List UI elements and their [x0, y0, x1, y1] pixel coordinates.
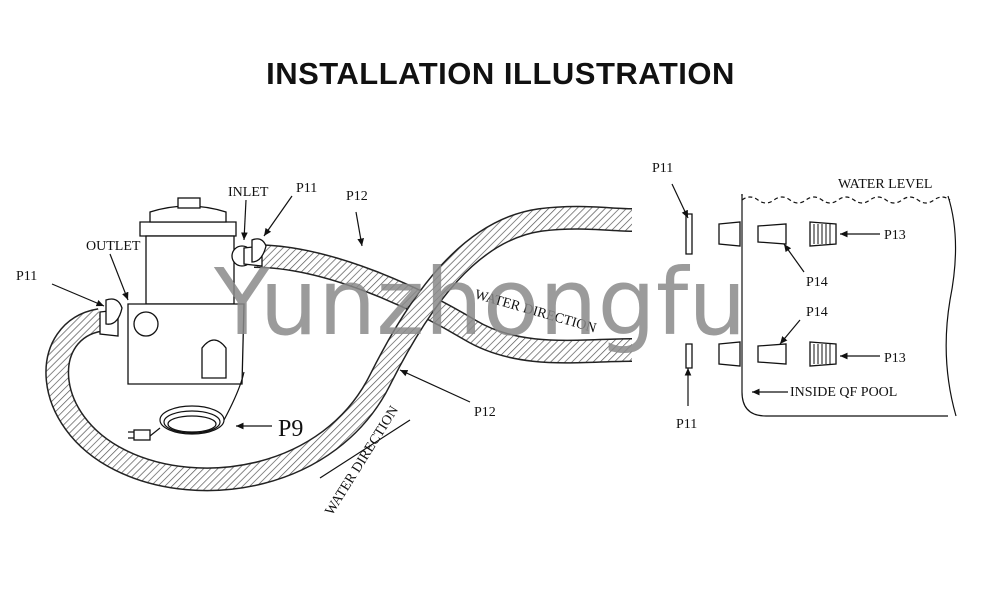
label-p9: P9	[278, 416, 303, 442]
label-inside-pool: INSIDE QF POOL	[790, 385, 897, 400]
pump-lid	[149, 205, 227, 223]
p11-clamp-outlet	[105, 298, 123, 325]
label-p12-bottom: P12	[474, 405, 496, 420]
diagram-title: INSTALLATION ILLUSTRATION	[266, 56, 735, 91]
hose-p12-upper	[253, 244, 633, 364]
label-p13-bottom: P13	[884, 351, 906, 366]
pump-knob	[177, 197, 201, 209]
p11-clamp-inlet	[251, 238, 267, 263]
power-cord-p9	[128, 371, 245, 441]
wall-connector-bottom	[718, 341, 741, 367]
label-water-level: WATER LEVEL	[838, 177, 932, 192]
wall-connector-top	[718, 221, 741, 247]
pool-wall	[741, 194, 957, 417]
label-p14-top: P14	[806, 275, 828, 290]
pump-lid-rim	[139, 221, 237, 237]
pump-handle	[201, 339, 227, 379]
fitting-group-top	[685, 213, 837, 255]
label-p11-right-bottom: P11	[676, 417, 697, 432]
label-inlet: INLET	[228, 185, 269, 200]
label-p11-right-top: P11	[652, 161, 673, 176]
pump-unit	[99, 197, 263, 385]
p14-adapter-bottom	[757, 343, 787, 365]
leader-lines	[51, 183, 880, 430]
pump-outlet-port	[133, 311, 159, 337]
label-p14-bottom: P14	[806, 305, 828, 320]
label-p11-inlet: P11	[296, 181, 317, 196]
power-plug	[133, 429, 151, 441]
water-direction-underline	[319, 419, 411, 479]
fitting-group-bottom	[685, 341, 837, 369]
p11-clamp-top-part	[685, 213, 693, 255]
p11-clamp-bottom-part	[685, 343, 693, 369]
hose-p12-lower	[45, 205, 633, 492]
label-p12-top: P12	[346, 189, 368, 204]
label-outlet: OUTLET	[86, 239, 141, 254]
pump-housing	[145, 235, 235, 305]
label-p13-top: P13	[884, 228, 906, 243]
p14-adapter-top	[757, 223, 787, 245]
watermark: Yunzhongfu	[213, 249, 747, 356]
label-p11-outlet: P11	[16, 269, 37, 284]
